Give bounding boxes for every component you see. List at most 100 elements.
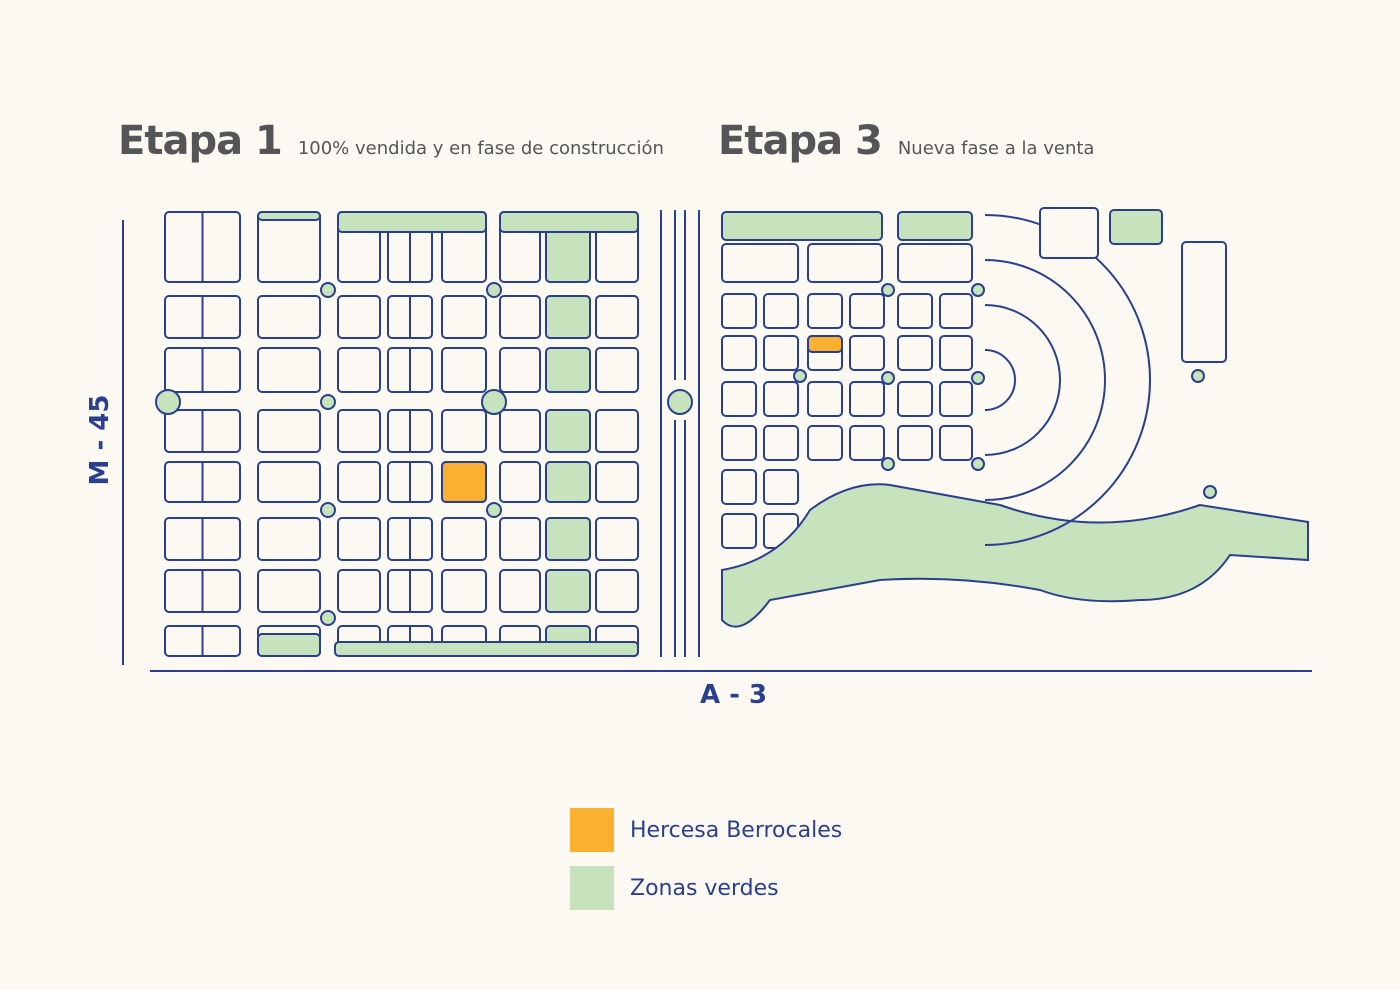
urban-block: [595, 347, 639, 393]
urban-block: [257, 517, 321, 561]
stage-3-blocks: [721, 207, 1309, 628]
stage-1-blocks: [164, 211, 639, 657]
urban-block: [595, 569, 639, 613]
urban-block: [721, 243, 799, 283]
urban-block: [441, 517, 487, 561]
roundabout: [793, 369, 807, 383]
roundabout: [881, 371, 895, 385]
urban-block: [337, 347, 381, 393]
roundabout: [320, 502, 336, 518]
urban-block: [939, 381, 973, 417]
urban-block: [499, 517, 541, 561]
roundabout: [320, 610, 336, 626]
urban-block: [441, 409, 487, 453]
radial-street: [984, 349, 1016, 411]
stage-3-title: Etapa 3: [718, 118, 883, 164]
urban-block: [807, 293, 843, 329]
central-avenue: [660, 210, 700, 657]
urban-block: [257, 347, 321, 393]
green-zone: [545, 569, 591, 613]
urban-block: [807, 381, 843, 417]
green-zone: [257, 633, 321, 657]
urban-block: [721, 469, 757, 505]
stage-3-header: Etapa 3 Nueva fase a la venta: [718, 118, 1094, 164]
urban-block: [499, 347, 541, 393]
highway-lines: [122, 220, 1312, 672]
legend-label-green: Zonas verdes: [630, 875, 779, 901]
green-zone: [545, 517, 591, 561]
urban-block: [721, 335, 757, 371]
roundabout: [1203, 485, 1217, 499]
urban-block: [897, 335, 933, 371]
urban-block: [849, 335, 885, 371]
stage-1-header: Etapa 1 100% vendida y en fase de constr…: [118, 118, 664, 164]
green-zone: [545, 347, 591, 393]
urban-block: [595, 461, 639, 503]
urban-block: [337, 409, 381, 453]
legend-item-green: Zonas verdes: [570, 866, 842, 910]
urban-block: [257, 569, 321, 613]
roundabout: [971, 283, 985, 297]
urban-block: [499, 569, 541, 613]
green-zone: [499, 211, 639, 233]
urban-block: [763, 425, 799, 461]
urban-block: [849, 381, 885, 417]
roundabout: [486, 502, 502, 518]
urban-block: [595, 517, 639, 561]
map-legend: Hercesa Berrocales Zonas verdes: [570, 808, 842, 924]
urban-block: [257, 211, 321, 283]
roundabouts: [155, 282, 1217, 626]
urban-block: [441, 347, 487, 393]
urban-block: [337, 517, 381, 561]
urban-block: [939, 293, 973, 329]
green-zone: [334, 641, 639, 657]
green-zone: [257, 211, 321, 221]
green-zone: [337, 211, 487, 233]
m45-road-label: M - 45: [85, 394, 115, 486]
radial-street: [984, 304, 1061, 456]
urban-block: [807, 425, 843, 461]
hercesa-plot: [807, 335, 843, 353]
urban-block: [849, 293, 885, 329]
urban-block: [257, 461, 321, 503]
stage-1-subtitle: 100% vendida y en fase de construcción: [297, 138, 664, 159]
urban-block: [939, 335, 973, 371]
radial-street: [984, 214, 1151, 546]
urban-block: [721, 293, 757, 329]
green-zone: [897, 211, 973, 241]
roundabout: [1191, 369, 1205, 383]
urban-block: [721, 381, 757, 417]
roundabout: [320, 282, 336, 298]
urban-block: [849, 425, 885, 461]
urban-block: [595, 409, 639, 453]
green-zone: [545, 461, 591, 503]
urban-block: [337, 569, 381, 613]
roundabout: [486, 282, 502, 298]
urban-block: [337, 295, 381, 339]
urban-block: [763, 293, 799, 329]
roundabout: [667, 389, 693, 415]
urban-block: [1039, 207, 1099, 259]
urban-block: [897, 243, 973, 283]
roundabout: [155, 389, 181, 415]
urban-block: [763, 335, 799, 371]
green-zone: [1109, 209, 1163, 245]
urban-block: [257, 295, 321, 339]
roundabout: [971, 457, 985, 471]
urban-block: [1181, 241, 1227, 363]
hercesa-plot: [441, 461, 487, 503]
urban-block: [897, 425, 933, 461]
green-swatch: [570, 866, 614, 910]
urban-block: [721, 425, 757, 461]
urban-block: [499, 461, 541, 503]
green-zone: [545, 409, 591, 453]
urban-block: [337, 461, 381, 503]
urban-block: [807, 243, 883, 283]
urban-block: [499, 409, 541, 453]
urban-block: [257, 409, 321, 453]
roundabout: [320, 394, 336, 410]
legend-label-hercesa: Hercesa Berrocales: [630, 817, 843, 843]
stage-3-subtitle: Nueva fase a la venta: [897, 138, 1095, 159]
urban-block: [441, 569, 487, 613]
